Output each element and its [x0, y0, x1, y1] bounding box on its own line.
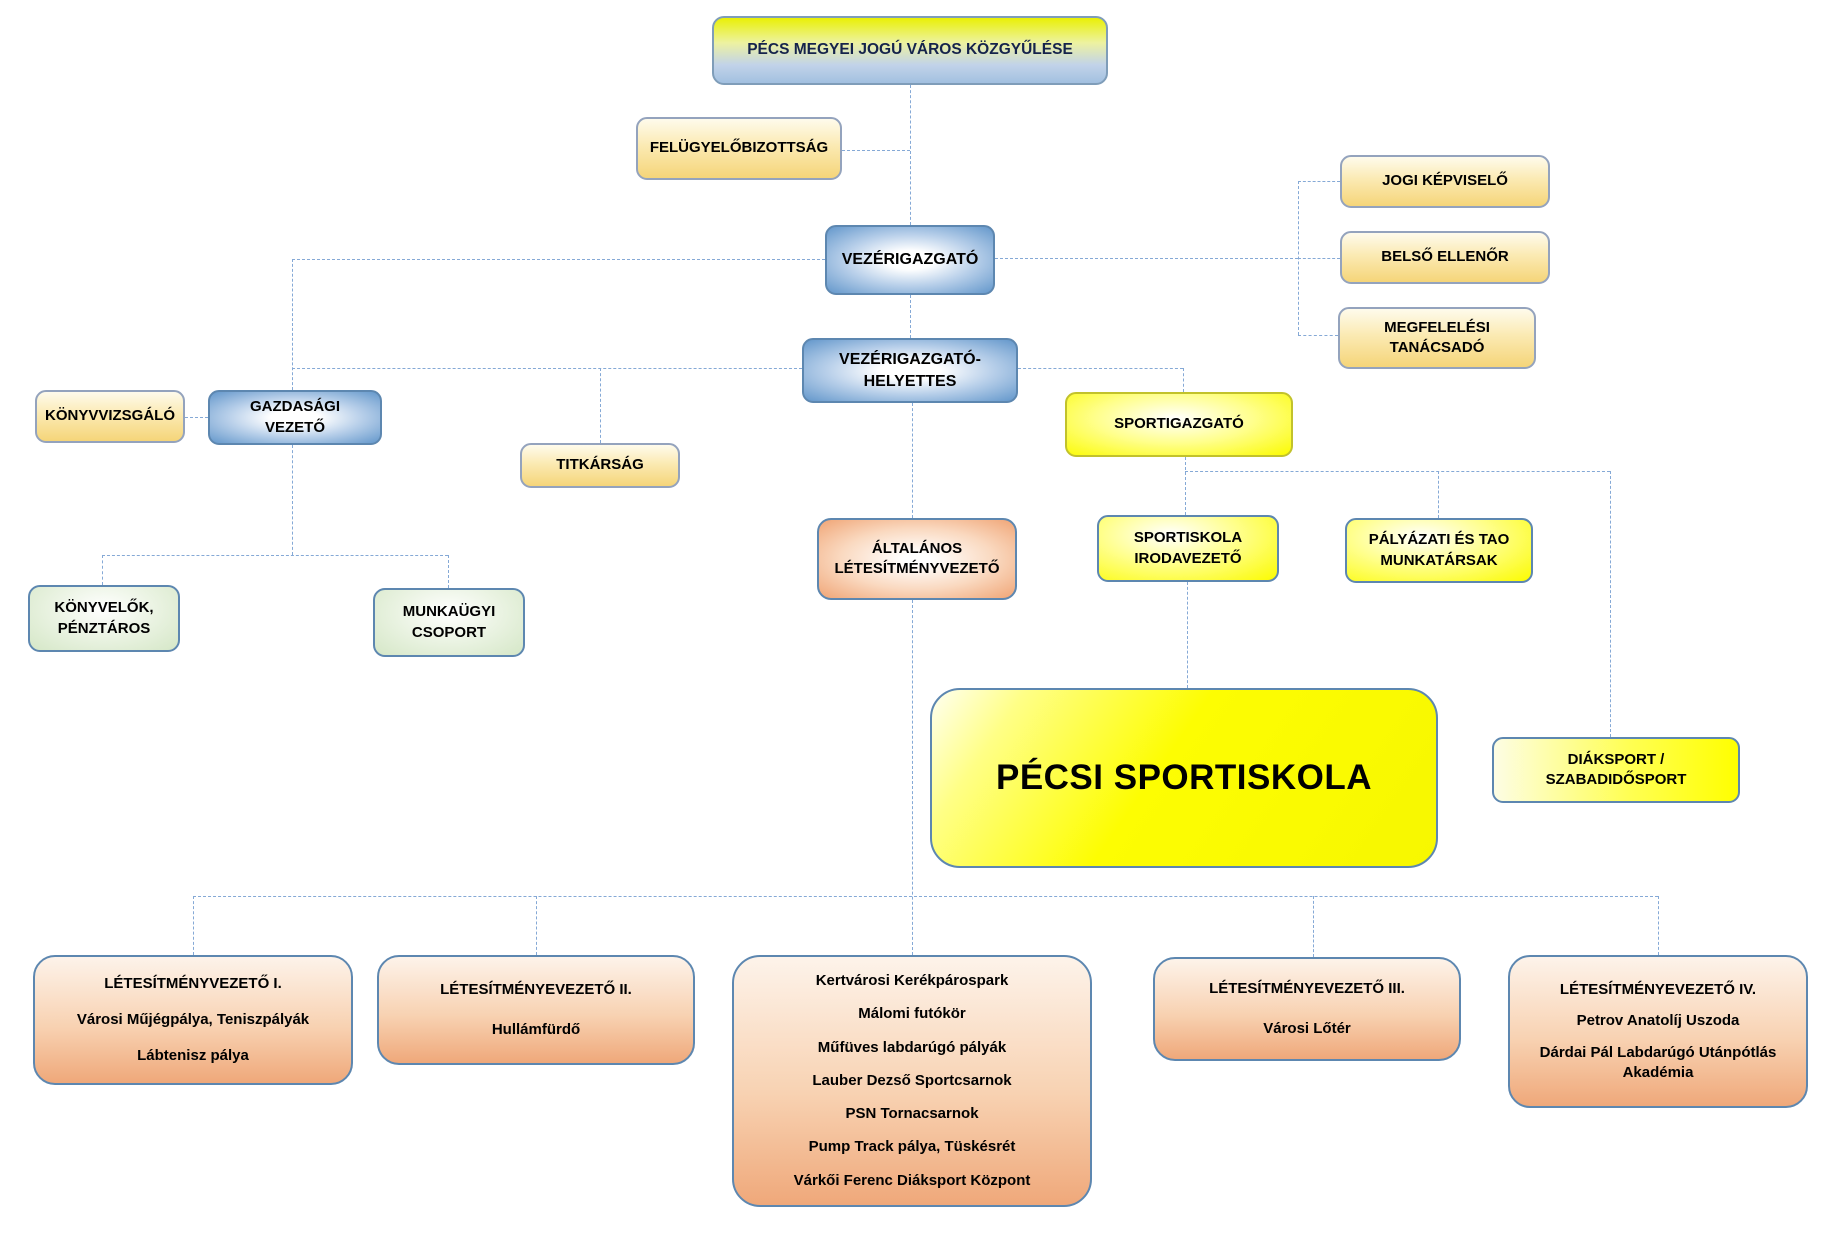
- node-label-line: SZABADIDŐSPORT: [1545, 771, 1687, 788]
- node-item: PSN Tornacsarnok: [845, 1105, 979, 1123]
- node-megfelelesi-tanacsado: MEGFELELÉSI TANÁCSADÓ: [1338, 307, 1536, 369]
- connector-felugyelo-stub: [842, 150, 910, 151]
- connector-lv1-drop: [193, 896, 194, 955]
- node-title: LÉTESÍTMÉNYEVEZETŐ III.: [1209, 979, 1405, 997]
- node-label-line: MUNKATÁRSAK: [1380, 551, 1498, 569]
- node-title: LÉTESÍTMÉNYVEZETŐ I.: [104, 974, 282, 992]
- connector-sport-branch: [1185, 471, 1610, 472]
- node-label-line: PÁLYÁZATI ÉS TAO: [1368, 531, 1510, 549]
- node-altalanos-letesitmenyvezeto: ÁLTALÁNOS LÉTESÍTMÉNYVEZETŐ: [817, 518, 1017, 600]
- node-item: Pump Track pálya, Tüskésrét: [808, 1138, 1016, 1156]
- node-label-line: SPORTISKOLA: [1133, 529, 1243, 547]
- node-item: Hullámfürdő: [491, 1021, 581, 1038]
- node-item: Lauber Dezső Sportcsarnok: [812, 1071, 1012, 1089]
- node-label-line: CSOPORT: [411, 623, 487, 641]
- connector-helyettes-bottom: [912, 403, 913, 518]
- node-vezerigazgato-helyettes: VEZÉRIGAZGATÓ- HELYETTES: [802, 338, 1018, 403]
- node-letesitmenyvezeto-1: LÉTESÍTMÉNYVEZETŐ I. Városi Műjégpálya, …: [33, 955, 353, 1085]
- node-diaksport-szabadidosport: DIÁKSPORT / SZABADIDŐSPORT: [1492, 737, 1740, 803]
- connector-konyvvizsgalo-stub: [185, 417, 208, 418]
- node-item: Petrov Anatolíj Uszoda: [1576, 1012, 1740, 1030]
- node-label-line: MEGFELELÉSI: [1384, 318, 1490, 336]
- node-label-line: VEZÉRIGAZGATÓ-: [839, 350, 981, 368]
- node-label: SPORTIGAZGATÓ: [1114, 415, 1244, 433]
- node-label: GAZDASÁGI VEZETŐ: [250, 398, 340, 436]
- connector-helyettes-right: [1018, 368, 1183, 369]
- connector-lv4-drop: [1658, 896, 1659, 955]
- connector-megfelelesi-stub: [1298, 335, 1338, 336]
- connector-gazdasagi-bottom: [292, 445, 293, 555]
- connector-sportigazgato-drop: [1183, 368, 1184, 392]
- node-item: Lábtenisz pálya: [137, 1047, 249, 1065]
- node-item: Dárdai Pál Labdarúgó Utánpótlás Akadémia: [1539, 1043, 1777, 1081]
- node-label-line: MUNKAÜGYI: [402, 603, 496, 621]
- node-label-line: LÉTESÍTMÉNYVEZETŐ: [834, 560, 1000, 577]
- connector-jogi-stub: [1298, 181, 1340, 182]
- connector-vezerigazgato-right: [995, 258, 1298, 259]
- connector-titkarsag-drop: [600, 368, 601, 443]
- connector-lv3-drop: [1313, 896, 1314, 957]
- connector-palyazati-drop: [1438, 471, 1439, 518]
- node-item: Kertvárosi Kerékpárospark: [815, 972, 1009, 990]
- node-gazdasagi-vezeto: GAZDASÁGI VEZETŐ: [208, 390, 382, 445]
- connector-mid-branch: [292, 368, 802, 369]
- node-label-line: DIÁKSPORT /: [1567, 750, 1665, 768]
- node-vezerigazgato: VEZÉRIGAZGATÓ: [825, 225, 995, 295]
- connector-top-axis: [910, 85, 911, 225]
- connector-belso-stub: [1298, 258, 1340, 259]
- connector-konyvelok-drop: [102, 555, 103, 585]
- connector-sportigazgato-bottom: [1185, 457, 1186, 515]
- node-felugyelobizottsag: FELÜGYELŐBIZOTTSÁG: [636, 117, 842, 180]
- node-item: Málomi futókör: [858, 1005, 966, 1023]
- node-konyvelok-penztaros: KÖNYVELŐK, PÉNZTÁROS: [28, 585, 180, 652]
- node-item: Várkői Ferenc Diáksport Központ: [793, 1171, 1031, 1189]
- node-konyvvizsgalo: KÖNYVVIZSGÁLÓ: [35, 390, 185, 443]
- node-telephelyek: Kertvárosi Kerékpárospark Málomi futókör…: [732, 955, 1092, 1207]
- connector-munkaugyi-drop: [448, 555, 449, 588]
- node-sportiskola-irodavezeto: SPORTISKOLA IRODAVEZETŐ: [1097, 515, 1279, 582]
- connector-lv2-drop: [536, 896, 537, 955]
- node-label: TITKÁRSÁG: [556, 456, 644, 474]
- node-jogi-kepviselo: JOGI KÉPVISELŐ: [1340, 155, 1550, 208]
- node-title: LÉTESÍTMÉNYEVEZETŐ II.: [440, 980, 632, 998]
- node-label: KÖNYVVIZSGÁLÓ: [45, 407, 176, 425]
- connector-green-branch: [102, 555, 448, 556]
- connector-vezerigazgato-bottom: [910, 295, 911, 338]
- node-label-line: IRODAVEZETŐ: [1134, 549, 1242, 567]
- connector-gazdasagi-axis: [292, 259, 293, 390]
- node-letesitmenyvezeto-4: LÉTESÍTMÉNYEVEZETŐ IV. Petrov Anatolíj U…: [1508, 955, 1808, 1108]
- node-pecsi-sportiskola: PÉCSI SPORTISKOLA: [930, 688, 1438, 868]
- node-letesitmenyvezeto-2: LÉTESÍTMÉNYEVEZETŐ II. Hullámfürdő: [377, 955, 695, 1065]
- node-label: JOGI KÉPVISELŐ: [1382, 172, 1508, 190]
- node-label-line: ÁLTALÁNOS: [871, 539, 963, 557]
- node-label: PÉCS MEGYEI JOGÚ VÁROS KÖZGYŰLÉSE: [747, 41, 1073, 59]
- node-label-line: KÖNYVELŐK,: [54, 599, 154, 617]
- connector-altalanos-bottom: [912, 600, 913, 955]
- node-title: LÉTESÍTMÉNYEVEZETŐ IV.: [1559, 981, 1757, 998]
- node-belso-ellenor: BELSŐ ELLENŐR: [1340, 231, 1550, 284]
- node-item: Városi Lőtér: [1263, 1020, 1351, 1037]
- node-munkaugyi-csoport: MUNKAÜGYI CSOPORT: [373, 588, 525, 657]
- node-kozgyules: PÉCS MEGYEI JOGÚ VÁROS KÖZGYŰLÉSE: [712, 16, 1108, 85]
- connector-bottom-branch: [193, 896, 1658, 897]
- node-label: PÉCSI SPORTISKOLA: [995, 758, 1373, 798]
- node-item: Műfüves labdarúgó pályák: [817, 1038, 1007, 1056]
- node-letesitmenyvezeto-3: LÉTESÍTMÉNYEVEZETŐ III. Városi Lőtér: [1153, 957, 1461, 1061]
- node-sportigazgato: SPORTIGAZGATÓ: [1065, 392, 1293, 457]
- node-label-line: HELYETTES: [863, 372, 957, 390]
- node-label-line: TANÁCSADÓ: [1389, 339, 1485, 356]
- node-label: BELSŐ ELLENŐR: [1381, 248, 1509, 266]
- connector-vezerigazgato-left: [292, 259, 825, 260]
- node-palyazati-tao: PÁLYÁZATI ÉS TAO MUNKATÁRSAK: [1345, 518, 1533, 583]
- connector-diaksport-drop: [1610, 471, 1611, 737]
- connector-irodavezeto-bottom: [1187, 582, 1188, 688]
- node-label: VEZÉRIGAZGATÓ: [841, 251, 979, 269]
- node-label: FELÜGYELŐBIZOTTSÁG: [649, 139, 829, 157]
- node-label-line: PÉNZTÁROS: [57, 619, 151, 637]
- node-item: Városi Műjégpálya, Teniszpályák: [76, 1010, 310, 1028]
- node-titkarsag: TITKÁRSÁG: [520, 443, 680, 488]
